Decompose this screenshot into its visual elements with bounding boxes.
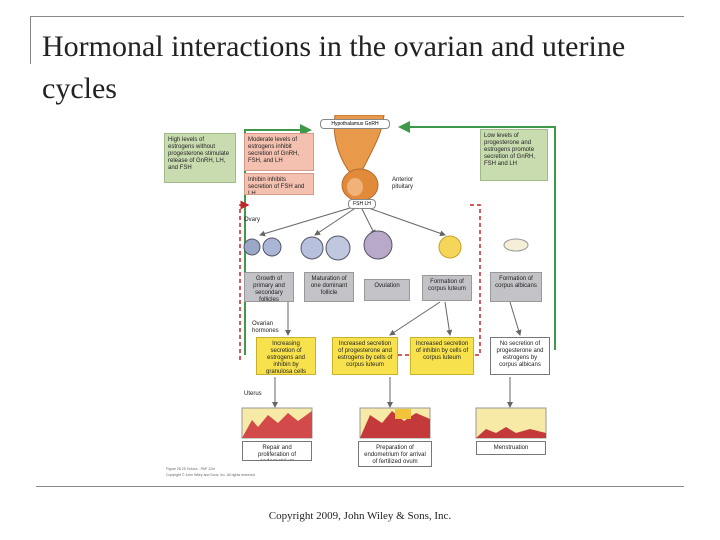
ovary-stage-1: Growth of primary and secondary follicle… (244, 272, 294, 302)
uterus-caption-1: Repair and proliferation of endometrium (242, 441, 312, 461)
hormone-box-3: Increased secretion of inhibin by cells … (410, 337, 474, 375)
hormone-box-1: Increasing secretion of estrogens and in… (256, 337, 316, 375)
uterus-caption-3: Menstruation (476, 441, 546, 455)
anterior-pituitary-label: Anterior pituitary (392, 177, 414, 190)
estrogen-inhibition-box: Moderate levels of estrogens inhibit sec… (244, 133, 314, 171)
right-feedback-arrow (398, 121, 556, 350)
right-feedback-box: Low levels of progesterone and estrogens… (480, 129, 548, 181)
footer-rule (36, 486, 684, 487)
ovary-stage-4: Formation of corpus luteum (422, 275, 472, 301)
inhibition-loop-left (239, 200, 250, 360)
hormone-cycle-figure: Hypothalamus GnRH High levels of estroge… (160, 115, 560, 485)
corpus-albicans-icon (503, 238, 529, 252)
inhibin-box: Inhibin inhibits secretion of FSH and LH (244, 173, 314, 195)
ovulation-icon (363, 230, 393, 260)
left-feedback-arrow (244, 124, 312, 285)
ovarian-hormones-label: Ovarian hormones (252, 321, 279, 334)
ovary-stage-2: Maturation of one dominant follicle (304, 272, 354, 302)
uterus-label: Uterus (244, 391, 262, 397)
hormone-box-4: No secretion of progesterone and estroge… (490, 337, 550, 375)
title-rule-left (30, 16, 31, 64)
slide-title: Hormonal interactions in the ovarian and… (42, 30, 626, 105)
secondary-follicle-icon (262, 237, 282, 257)
uterus-caption-2: Preparation of endometrium for arrival o… (358, 441, 432, 467)
hormone-box-2: Increased secretion of progesterone and … (332, 337, 398, 375)
fsh-lh-label: FSH LH (348, 199, 376, 209)
ovary-stage-5: Formation of corpus albicans (490, 272, 542, 302)
figure-credit-2: Copyright © John Wiley and Sons, Inc. Al… (166, 473, 256, 477)
title-rule-top (30, 16, 684, 17)
ovary-label: Ovary (244, 217, 261, 223)
corpus-luteum-icon (438, 235, 462, 259)
copyright-text: Copyright 2009, John Wiley & Sons, Inc. (268, 510, 452, 522)
dominant-follicle-icon (300, 236, 324, 260)
primary-follicle-icon (243, 238, 261, 256)
figure-credit-1: Figure 28.25 Tortora - PAP 12/e (166, 467, 216, 471)
left-feedback-box: High levels of estrogens without progest… (164, 133, 236, 183)
figure-connectors (239, 115, 556, 439)
ovary-stage-3: Ovulation (364, 279, 410, 301)
hypothalamus-label: Hypothalamus GnRH (320, 119, 390, 129)
